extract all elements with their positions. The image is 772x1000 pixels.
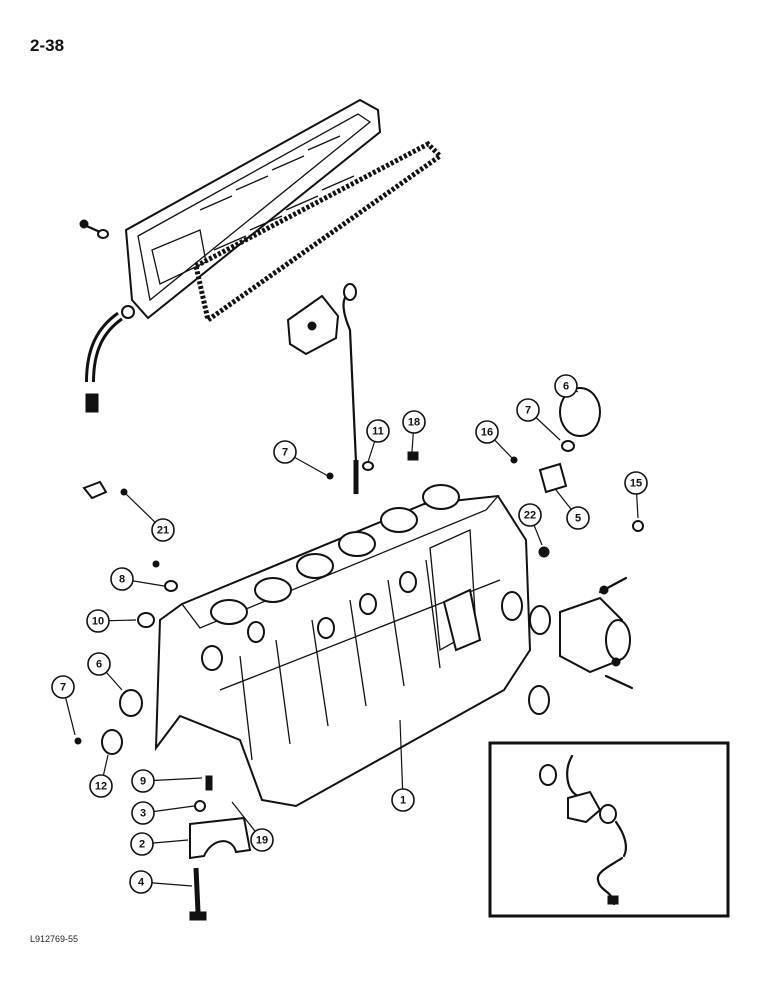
callout-number: 6 <box>563 381 569 393</box>
callout-number: 3 <box>140 808 146 820</box>
callout-circle <box>518 503 542 527</box>
callout-number: 5 <box>575 513 581 525</box>
callout-circle <box>89 774 113 798</box>
callout-circle <box>475 420 499 444</box>
callout-number: 12 <box>95 781 107 793</box>
small-parts <box>74 387 644 812</box>
callout-number: 15 <box>630 478 642 490</box>
callout-circle <box>624 471 648 495</box>
callout-number: 4 <box>138 877 145 889</box>
callout-number: 18 <box>408 417 420 429</box>
cover-bolt <box>79 219 109 239</box>
callout-number: 11 <box>372 426 384 438</box>
callout-circle <box>566 506 590 530</box>
callout-number: 22 <box>524 510 536 522</box>
inset-box <box>488 741 730 918</box>
callout-number: 9 <box>140 776 146 788</box>
main-bearing-cap <box>189 816 252 921</box>
rocker-cover-gasket <box>193 140 444 325</box>
callout-circle <box>51 675 75 699</box>
callout-circle <box>250 828 274 852</box>
callout-circle <box>151 518 175 542</box>
callout-circle <box>110 567 134 591</box>
callout-circle <box>87 652 111 676</box>
callout-number: 2 <box>139 839 145 851</box>
callout-circle <box>366 419 390 443</box>
callout-number: 19 <box>256 835 268 847</box>
callout-number: 8 <box>119 574 125 586</box>
callout-circle <box>554 374 578 398</box>
page-number: 2-38 <box>30 36 65 55</box>
callout-number: 7 <box>60 682 66 694</box>
callout-circle <box>131 801 155 825</box>
callout-circle <box>391 788 415 812</box>
callout-leader <box>399 719 404 801</box>
callout-number: 21 <box>157 525 169 537</box>
cylinder-bores <box>210 484 460 625</box>
breather-hose <box>85 305 135 413</box>
callout-number: 7 <box>525 405 531 417</box>
document-code: L912769-55 <box>30 934 79 944</box>
cylinder-block <box>154 484 532 808</box>
callout-circle <box>273 440 297 464</box>
callout-circle <box>86 609 110 633</box>
callout-number: 16 <box>481 427 493 439</box>
dipstick-assembly <box>286 283 359 494</box>
callout-circle <box>129 870 153 894</box>
callout-labels: 7 11 18 16 6 7 15 21 22 5 8 10 6 7 12 9 3 2 4 19 1 <box>51 374 648 894</box>
callout-number: 6 <box>96 659 102 671</box>
callout-number: 10 <box>92 616 104 628</box>
callout-circle <box>131 769 155 793</box>
callout-number: 1 <box>400 795 406 807</box>
thermostat-housing <box>528 576 634 715</box>
callout-circle <box>516 398 540 422</box>
callout-number: 7 <box>282 447 288 459</box>
callout-circle <box>130 832 154 856</box>
callout-circle <box>402 410 426 434</box>
